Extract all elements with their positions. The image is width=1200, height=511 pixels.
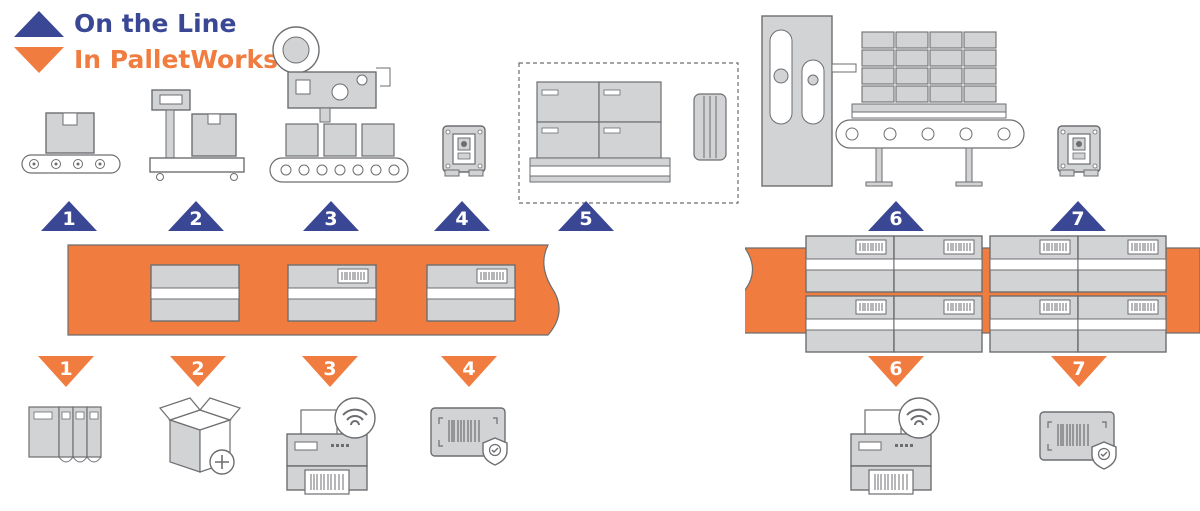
on-line-marker-1-triangle bbox=[41, 201, 97, 231]
palletworks-marker-3-triangle bbox=[302, 356, 358, 387]
palletworks-marker-1-triangle bbox=[38, 356, 94, 387]
on-line-step-6: 6 bbox=[889, 208, 903, 230]
legend-on-the-line-triangle bbox=[14, 11, 64, 37]
on-line-marker-6-triangle bbox=[868, 201, 924, 231]
palletworks-step-6: 6 bbox=[889, 358, 903, 380]
on-line-step-4: 4 bbox=[455, 208, 469, 230]
box-on-conveyor-icon bbox=[21, 112, 121, 174]
on-line-step-2: 2 bbox=[189, 208, 203, 230]
palletworks-marker-6-triangle bbox=[868, 356, 924, 387]
on-line-marker-2-triangle bbox=[168, 201, 224, 231]
on-line-step-7: 7 bbox=[1071, 208, 1085, 230]
palletworks-step-3: 3 bbox=[323, 358, 337, 380]
palletworks-marker-7-triangle bbox=[1051, 356, 1107, 387]
open-box-add-icon bbox=[158, 397, 242, 475]
on-line-step-5: 5 bbox=[579, 208, 593, 230]
on-line-marker-5-triangle bbox=[558, 201, 614, 231]
palletworks-marker-4-triangle bbox=[441, 356, 497, 387]
weighing-scale-icon bbox=[149, 89, 245, 181]
controller-rack-icon bbox=[28, 406, 102, 463]
palletworks-step-7: 7 bbox=[1072, 358, 1086, 380]
on-line-marker-3-triangle bbox=[303, 201, 359, 231]
palletworks-marker-2-triangle bbox=[170, 356, 226, 387]
palletized-cases-icon bbox=[518, 62, 739, 204]
legend-in-palletworks: In PalletWorks bbox=[74, 45, 279, 74]
legend-palletworks-triangle bbox=[14, 47, 64, 73]
label-applicator-icon bbox=[269, 26, 409, 183]
on-line-step-3: 3 bbox=[324, 208, 338, 230]
on-line-marker-4-triangle bbox=[434, 201, 490, 231]
palletworks-step-4: 4 bbox=[462, 358, 476, 380]
on-line-marker-7-triangle bbox=[1050, 201, 1106, 231]
palletworks-step-1: 1 bbox=[59, 358, 73, 380]
on-line-step-1: 1 bbox=[62, 208, 76, 230]
legend-on-the-line: On the Line bbox=[74, 9, 237, 38]
pallet-labeler-icon bbox=[761, 15, 1025, 187]
stretch-film-roll-icon bbox=[693, 93, 727, 161]
palletworks-step-2: 2 bbox=[191, 358, 205, 380]
